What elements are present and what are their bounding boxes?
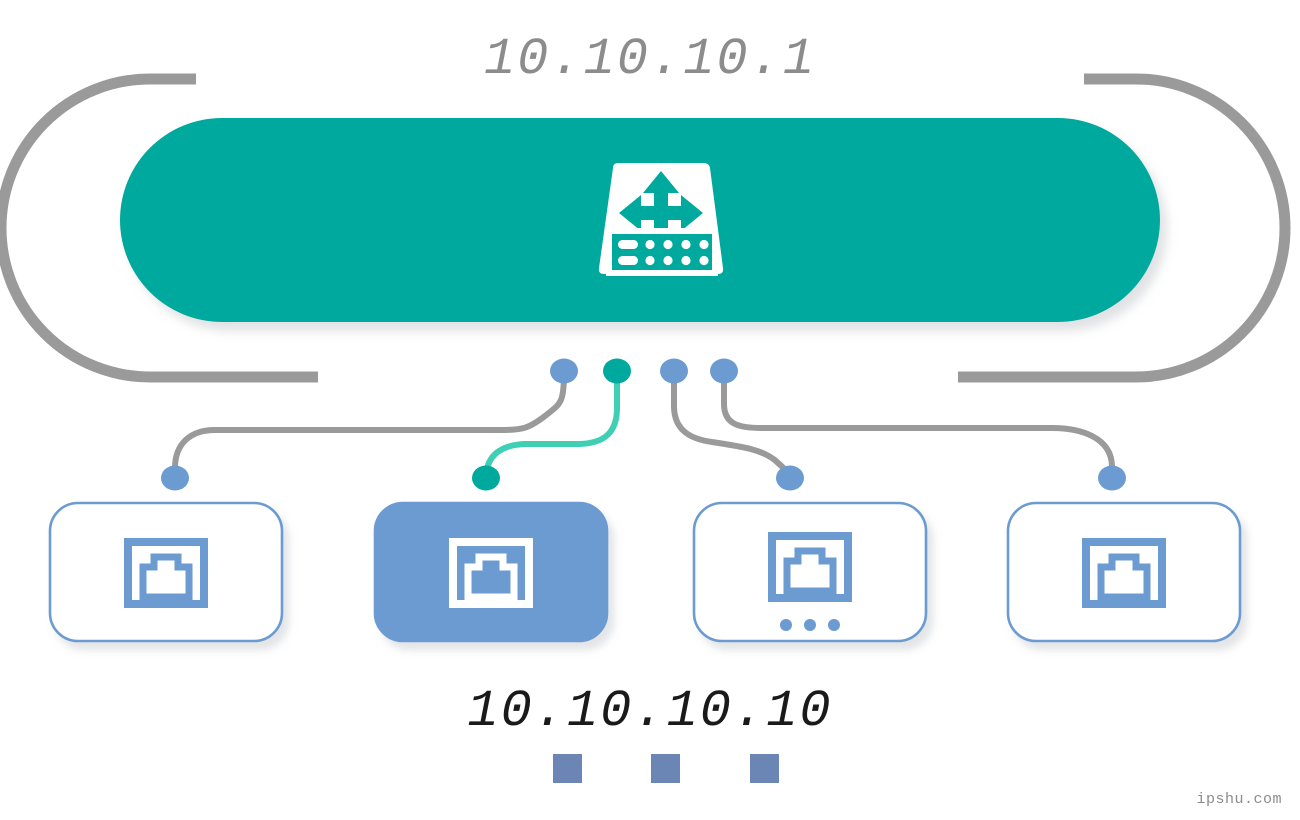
switch-port-dot-3[interactable]: [660, 358, 688, 384]
switch-port-dot-2[interactable]: [603, 358, 631, 384]
switch-ip-label: 10.10.10.1: [483, 30, 817, 89]
footer-marker-square-2: [651, 754, 680, 783]
ethernet-port-icon: [768, 532, 852, 602]
link-port2-to-node2: [483, 370, 620, 481]
bus-bracket-left: [0, 73, 318, 383]
link-port1-to-node1: [172, 370, 567, 480]
node-card-1[interactable]: [48, 501, 284, 643]
switch-port-dot-4[interactable]: [710, 358, 738, 384]
watermark-text: ipshu.com: [1196, 791, 1282, 808]
ethernet-port-icon: [449, 538, 533, 608]
node-cable-dot-4[interactable]: [1098, 465, 1126, 491]
more-devices-ellipsis-icon: [780, 619, 840, 631]
host-ip-label: 10.10.10.10: [467, 682, 833, 741]
ethernet-port-icon: [124, 538, 208, 608]
network-switch-icon: [598, 163, 724, 276]
bus-bracket-right: [958, 73, 1291, 383]
footer-marker-square-1: [553, 754, 582, 783]
node-cable-dot-1[interactable]: [161, 465, 189, 491]
node-card-4[interactable]: [1006, 501, 1242, 643]
footer-marker-square-3: [750, 754, 779, 783]
node-card-2[interactable]: [373, 501, 609, 643]
node-cable-dot-3[interactable]: [776, 465, 804, 491]
link-port4-to-node4: [721, 370, 1115, 480]
node-card-3[interactable]: [692, 501, 928, 643]
node-cable-dot-2[interactable]: [472, 465, 500, 491]
switch-port-dot-1[interactable]: [550, 358, 578, 384]
ethernet-port-icon: [1082, 538, 1166, 608]
